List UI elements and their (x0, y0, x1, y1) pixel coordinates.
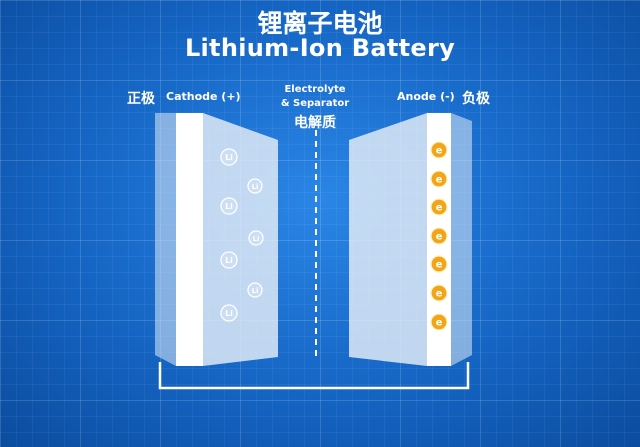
electron-label: e (436, 318, 443, 329)
lithium-ion-label: Li (225, 256, 233, 265)
cathode-label-english: Cathode (+) (166, 90, 241, 103)
lithium-ion-icon: Li (247, 282, 263, 298)
lithium-ion-label: Li (225, 153, 233, 162)
lithium-ion-label: Li (252, 183, 259, 191)
electrolyte-label-line1: Electrolyte (284, 84, 346, 95)
title-chinese: 锂离子电池 (257, 9, 383, 38)
lithium-ion-label: Li (225, 202, 233, 211)
electron-icon: e (430, 313, 448, 331)
electron-icon: e (430, 227, 448, 245)
lithium-ion-icon: Li (248, 230, 264, 246)
title-english: Lithium-Ion Battery (184, 34, 456, 62)
electron-label: e (436, 260, 443, 271)
lithium-ion-icon: Li (220, 148, 238, 166)
anode-label-chinese: 负极 (462, 91, 490, 107)
lithium-ion-label: Li (253, 235, 260, 243)
cathode-plate (155, 113, 278, 366)
electron-icon: e (430, 170, 448, 188)
circuit-wire (158, 362, 470, 390)
electron-label: e (436, 175, 443, 186)
electrolyte-label-line2: & Separator (280, 98, 350, 109)
electrons: e e e e e e e (430, 141, 448, 331)
lithium-ion-icon: Li (220, 197, 238, 215)
electron-label: e (436, 289, 443, 300)
electron-icon: e (430, 141, 448, 159)
electron-label: e (436, 232, 443, 243)
lithium-ion-icon: Li (220, 251, 238, 269)
electron-label: e (436, 146, 443, 157)
electron-icon: e (430, 284, 448, 302)
electron-icon: e (430, 198, 448, 216)
electrolyte-label-chinese: 电解质 (294, 115, 336, 131)
lithium-ion-label: Li (225, 309, 233, 318)
lithium-ion-icon: Li (247, 178, 263, 194)
electron-icon: e (430, 255, 448, 273)
anode-plate (349, 113, 472, 366)
cathode-label-chinese: 正极 (127, 91, 155, 107)
electron-label: e (436, 203, 443, 214)
anode-label-english: Anode (-) (397, 90, 455, 103)
lithium-ion-icon: Li (220, 304, 238, 322)
lithium-ion-label: Li (252, 287, 259, 295)
